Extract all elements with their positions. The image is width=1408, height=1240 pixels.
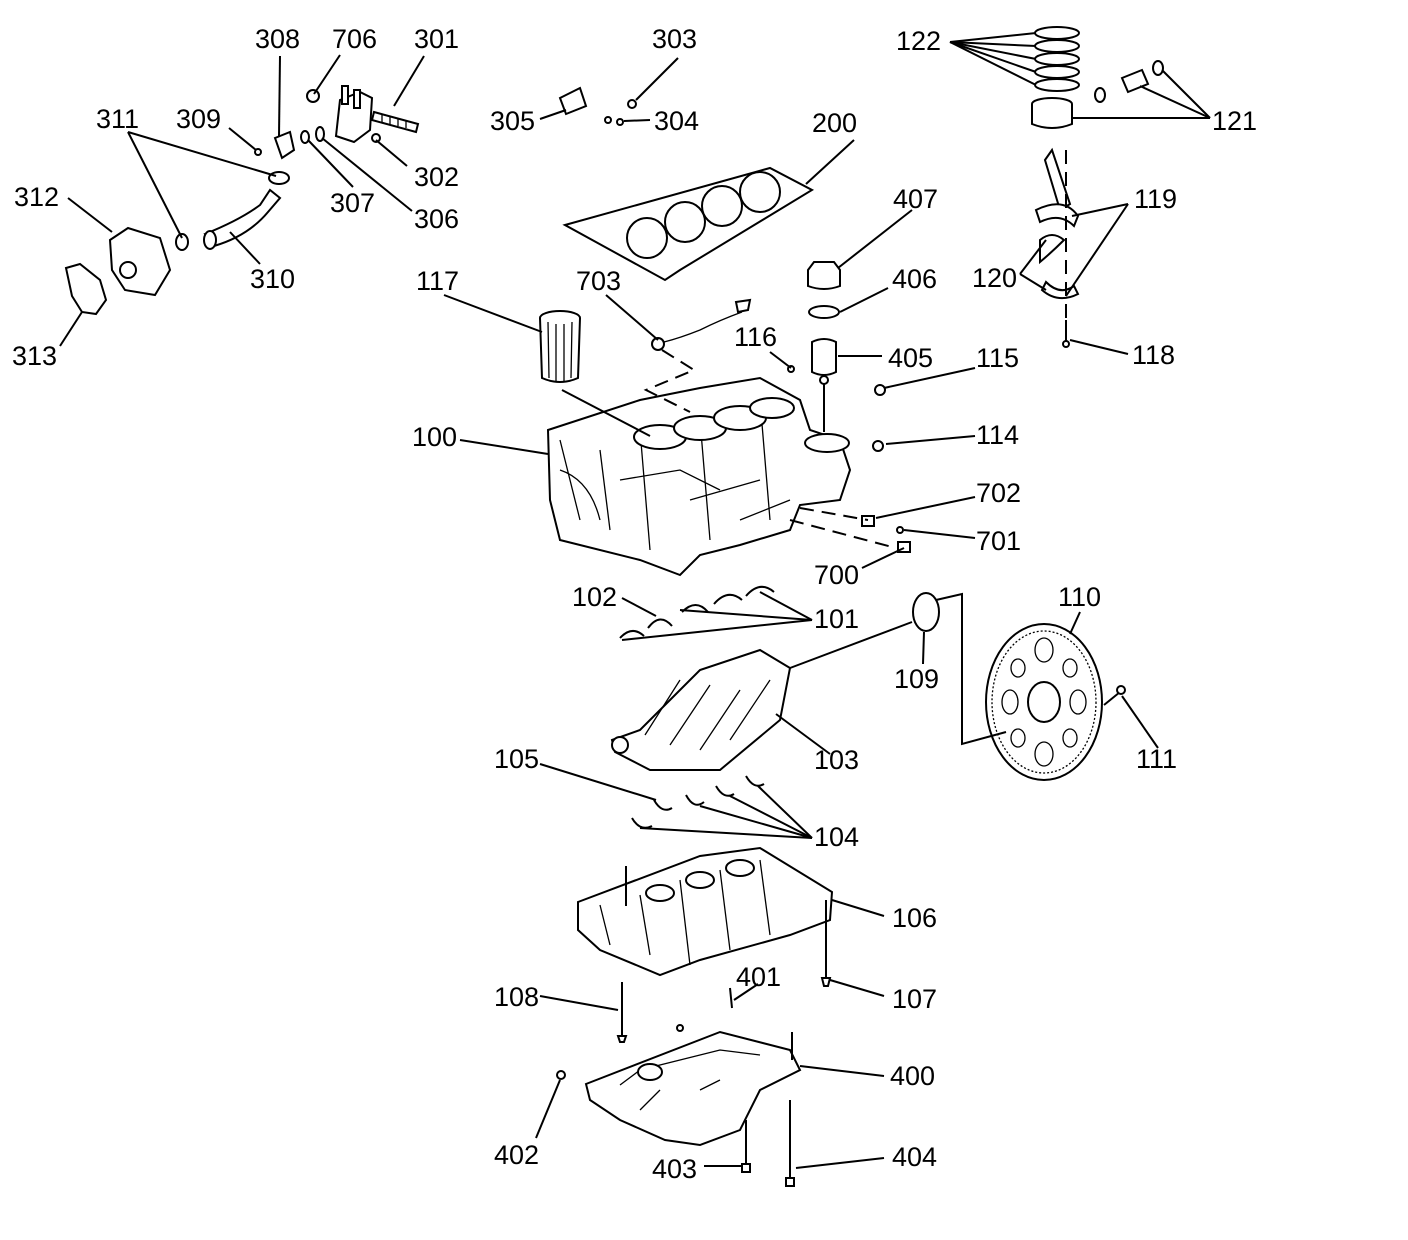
callout-105: 105 (494, 744, 539, 774)
callout-307: 307 (330, 188, 375, 218)
callout-402: 402 (494, 1140, 539, 1170)
bolts-part (556, 320, 1126, 1187)
callout-102: 102 (572, 582, 617, 612)
callout-119: 119 (1134, 184, 1177, 214)
engine-block-part (546, 376, 852, 577)
callout-120: 120 (972, 263, 1017, 293)
callout-107: 107 (892, 984, 937, 1014)
bracket-and-sensor-part (558, 86, 911, 553)
callout-118: 118 (1132, 340, 1175, 370)
callout-116: 116 (734, 322, 777, 352)
callout-111: 111 (1136, 744, 1177, 774)
callout-114: 114 (976, 420, 1019, 450)
callout-311: 311 (96, 104, 139, 134)
callout-122: 122 (896, 26, 941, 56)
callout-706: 706 (332, 24, 377, 54)
callout-701: 701 (976, 526, 1021, 556)
callout-103: 103 (814, 745, 859, 775)
callout-306: 306 (414, 204, 459, 234)
callout-302: 302 (414, 162, 459, 192)
callout-301: 301 (414, 24, 459, 54)
flywheel-part (985, 623, 1103, 781)
callout-407: 407 (893, 184, 938, 214)
callout-110: 110 (1058, 582, 1101, 612)
leader-lines (59, 32, 1211, 1169)
cylinder-liner-part (539, 310, 581, 383)
callout-104: 104 (814, 822, 859, 852)
callout-404: 404 (892, 1142, 937, 1172)
callout-400: 400 (890, 1061, 935, 1091)
oil-filter-part (807, 261, 841, 385)
callout-labels: 308 706 301 311 309 302 307 306 312 310 … (12, 24, 1257, 1184)
callout-303: 303 (652, 24, 697, 54)
head-gasket-part (562, 166, 815, 282)
callout-115: 115 (976, 343, 1019, 373)
callout-305: 305 (490, 106, 535, 136)
lower-main-bearings-part (631, 775, 765, 829)
lower-crankcase-part (577, 846, 834, 977)
callout-117: 117 (416, 266, 459, 296)
callout-108: 108 (494, 982, 539, 1012)
callout-309: 309 (176, 104, 221, 134)
callout-313: 313 (12, 341, 57, 371)
callout-403: 403 (652, 1154, 697, 1184)
callout-401: 401 (736, 962, 781, 992)
callout-405: 405 (888, 343, 933, 373)
callout-106: 106 (892, 903, 937, 933)
water-pump-assembly-part (64, 85, 420, 316)
callout-700: 700 (814, 560, 859, 590)
callout-304: 304 (654, 106, 699, 136)
crankshaft-part (610, 648, 792, 771)
upper-main-bearings-part (619, 585, 775, 639)
callout-109: 109 (894, 664, 939, 694)
oil-pan-part (584, 1030, 802, 1147)
callout-703: 703 (576, 266, 621, 296)
piston-and-rod-part (1031, 26, 1164, 300)
callout-312: 312 (14, 182, 59, 212)
callout-101: 101 (814, 604, 859, 634)
callout-100: 100 (412, 422, 457, 452)
callout-406: 406 (892, 264, 937, 294)
rear-seal-part (912, 592, 940, 632)
callout-308: 308 (255, 24, 300, 54)
callout-310: 310 (250, 264, 295, 294)
callout-702: 702 (976, 478, 1021, 508)
callout-200: 200 (812, 108, 857, 138)
callout-121: 121 (1212, 106, 1257, 136)
